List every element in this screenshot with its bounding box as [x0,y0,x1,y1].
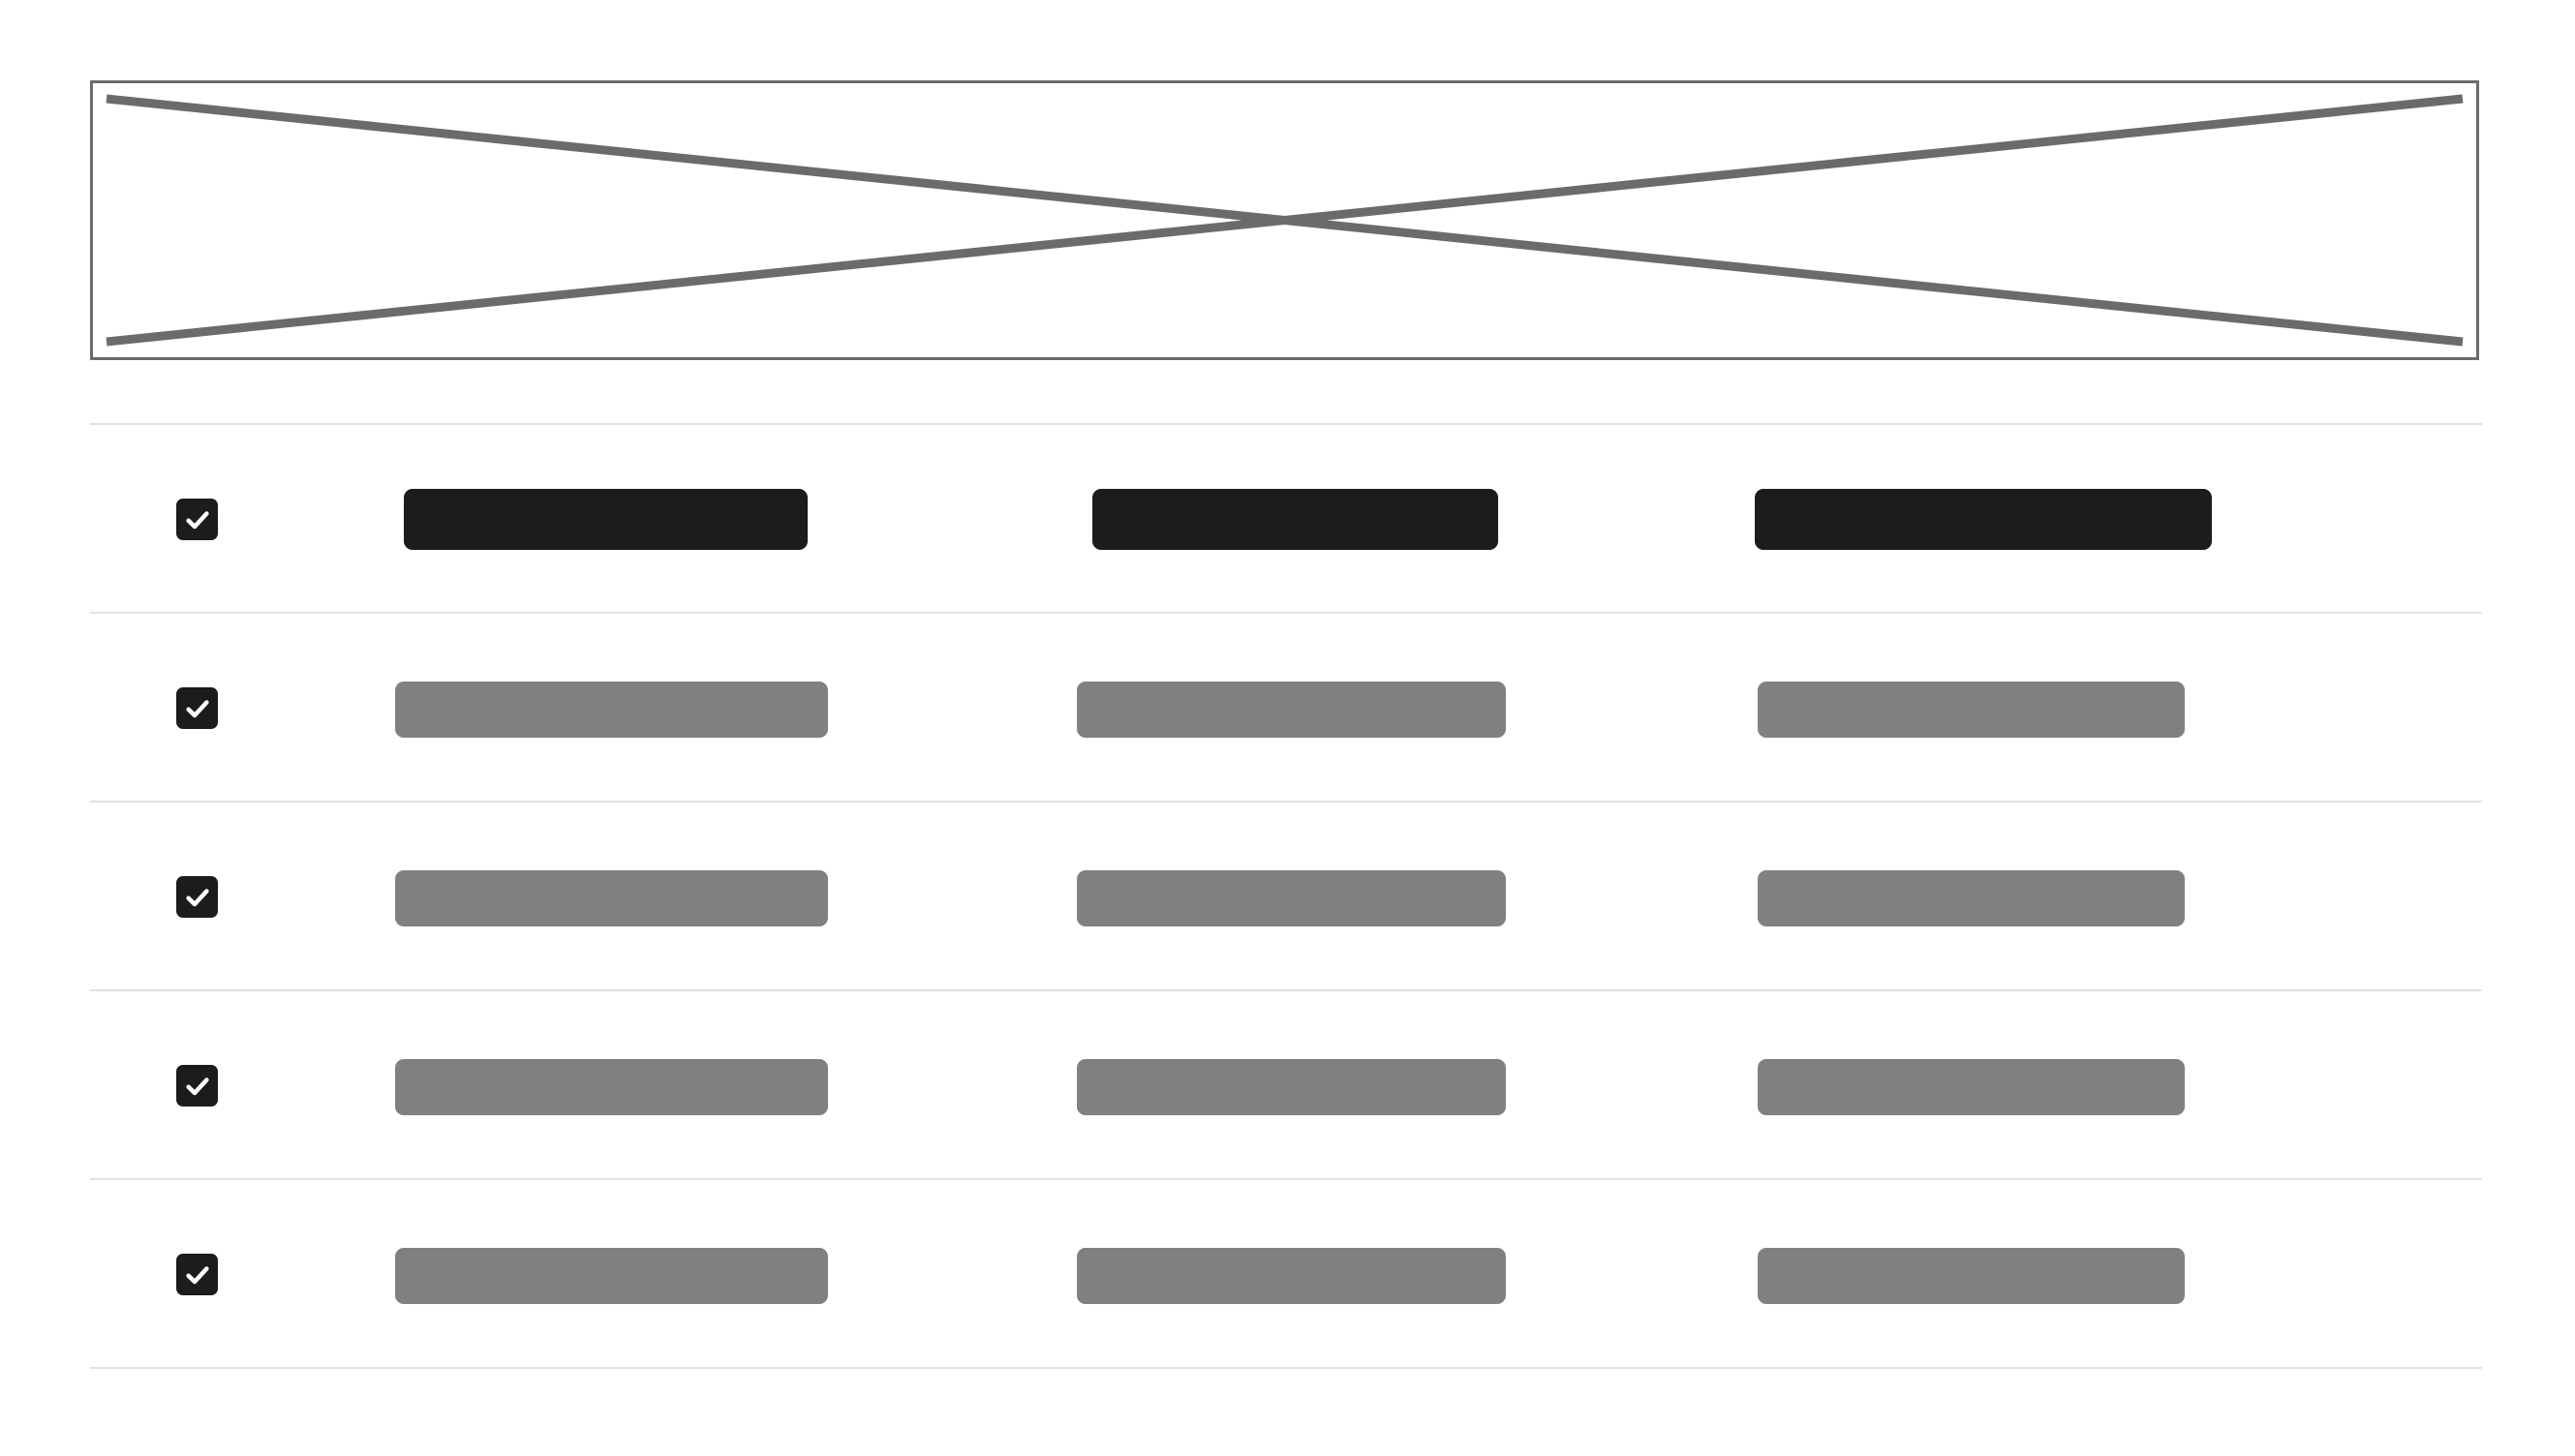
row-select-checkbox[interactable] [176,687,218,729]
cell-content-bar [404,489,808,550]
check-icon [185,510,209,529]
row-select-checkbox[interactable] [176,499,218,540]
cell-content-bar [1077,1248,1506,1304]
cell-content-bar [395,1248,828,1304]
cell-content-bar [1755,489,2212,550]
cell-content-bar [1092,489,1498,550]
row-select-checkbox[interactable] [176,1065,218,1107]
table-divider [90,1178,2482,1180]
table-divider [90,1367,2482,1369]
table-row[interactable] [0,614,2575,803]
cell-content-bar [395,870,828,926]
check-icon [185,888,209,906]
broken-image-cross-icon [93,83,2476,357]
table-divider [90,612,2482,614]
cell-content-bar [1077,682,1506,738]
table-row[interactable] [0,991,2575,1180]
cell-content-bar [1758,682,2185,738]
cell-content-bar [1758,1248,2185,1304]
check-icon [185,699,209,717]
cell-content-bar [1077,1059,1506,1115]
row-select-checkbox[interactable] [176,1254,218,1295]
cell-content-bar [1758,870,2185,926]
cell-content-bar [1758,1059,2185,1115]
cell-content-bar [395,1059,828,1115]
table-divider [90,423,2482,425]
broken-image-placeholder [90,80,2479,360]
row-select-checkbox[interactable] [176,876,218,918]
check-icon [185,1265,209,1284]
table-row[interactable] [0,1180,2575,1369]
table-row[interactable] [0,803,2575,991]
table-divider [90,801,2482,803]
check-icon [185,1077,209,1095]
table-divider [90,989,2482,991]
cell-content-bar [395,682,828,738]
cell-content-bar [1077,870,1506,926]
table-row[interactable] [0,425,2575,614]
